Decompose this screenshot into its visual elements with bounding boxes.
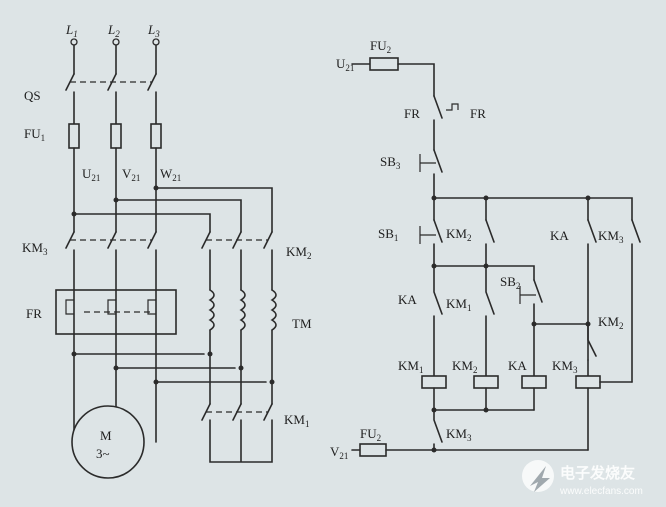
watermark-title: 电子发烧友: [560, 464, 635, 482]
watermark: 电子发烧友 www.elecfans.com: [522, 460, 643, 497]
motor-phase-label: 3~: [96, 446, 110, 461]
km2-aux-contact: [485, 219, 495, 267]
label-km1-contact: KM1: [446, 296, 471, 313]
label-fu1: FU1: [24, 126, 45, 143]
label-km2: KM2: [286, 244, 311, 261]
label-l1: L1: [65, 22, 78, 39]
ka-contact: [433, 265, 443, 383]
fuse-fu2-bottom: [359, 443, 387, 457]
sb3-stop-button: [433, 149, 443, 199]
motor-label: M: [100, 428, 112, 443]
label-km3-contact: KM3: [598, 228, 624, 245]
label-coil-km2: KM2: [452, 358, 477, 375]
sb1-button: [433, 219, 443, 267]
coil-km2: [473, 375, 499, 389]
terminal-l2: [112, 38, 120, 46]
label-km2-contact2: KM2: [598, 314, 623, 331]
label-km1: KM1: [284, 412, 309, 429]
label-l3: L3: [147, 22, 160, 39]
label-fu2-bottom: FU2: [360, 426, 381, 443]
control-labels: U21 FU2 FR FR SB3 SB1 KM2 KA KM3 KA KM1 …: [330, 38, 624, 461]
terminal-l1: [70, 38, 78, 46]
main-circuit: [55, 38, 277, 479]
label-coil-km1: KM1: [398, 358, 423, 375]
fuse-fu2-top: [369, 57, 399, 71]
tm-coil-1: [208, 289, 215, 331]
km3-nc-contact: [433, 409, 443, 451]
fuse-fu1-l3: [150, 123, 162, 149]
tm-coil-3: [270, 289, 277, 331]
main-labels: L1 L2 L3 QS FU1 U21 V21 W21 KM3 KM2 FR T…: [22, 22, 312, 461]
label-km2-contact: KM2: [446, 226, 471, 243]
label-fr-left: FR: [404, 106, 420, 121]
watermark-url: www.elecfans.com: [559, 486, 643, 497]
label-ctrl-u21: U21: [336, 56, 354, 73]
coil-km1: [421, 375, 447, 389]
control-circuit: [351, 57, 641, 457]
lightning-icon: [530, 466, 550, 492]
sb2-button: [533, 279, 543, 325]
label-ka-contact: KA: [550, 228, 569, 243]
km3-aux-contact: [631, 219, 641, 383]
label-fr: FR: [26, 306, 42, 321]
fr-nc-contact: [433, 95, 443, 151]
label-sb2: SB2: [500, 274, 520, 291]
ka-aux-contact: [587, 219, 597, 361]
label-fr-right: FR: [470, 106, 486, 121]
motor: [71, 405, 145, 479]
label-qs: QS: [24, 88, 41, 103]
label-coil-ka: KA: [508, 358, 527, 373]
label-km3-bottom: KM3: [446, 426, 472, 443]
label-ka-contact2: KA: [398, 292, 417, 307]
label-coil-km3: KM3: [552, 358, 578, 375]
terminal-l3: [152, 38, 160, 46]
label-km3: KM3: [22, 240, 48, 257]
label-fu2-top: FU2: [370, 38, 391, 55]
label-l2: L2: [107, 22, 120, 39]
coil-ka: [521, 375, 547, 389]
label-sb3: SB3: [380, 154, 401, 171]
label-u21: U21: [82, 166, 100, 183]
tm-coil-2: [239, 289, 246, 331]
label-v21: V21: [122, 166, 140, 183]
fuse-fu1-l1: [68, 123, 80, 149]
label-tm: TM: [292, 316, 312, 331]
coil-km3: [575, 375, 601, 389]
km2-nc-contact: [587, 323, 597, 383]
km1-aux-contact: [485, 265, 495, 383]
label-sb1: SB1: [378, 226, 398, 243]
label-ctrl-v21: V21: [330, 444, 348, 461]
label-w21: W21: [160, 166, 181, 183]
fuse-fu1-l2: [110, 123, 122, 149]
